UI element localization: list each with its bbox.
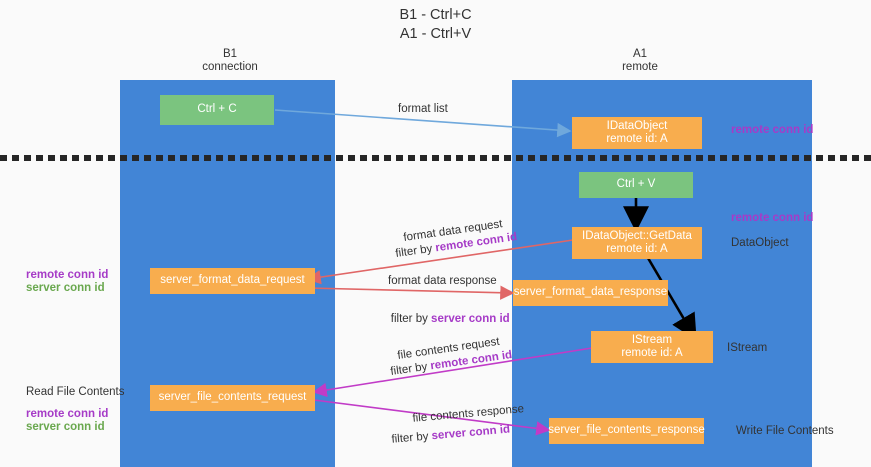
edge-label-format-data-response: format data response — [388, 275, 497, 287]
box-server-file-contents-response[interactable]: server_file_contents_response — [548, 418, 705, 444]
box-idataobject[interactable]: IDataObject remote id: A — [572, 117, 702, 149]
column-header-b1: B1 connection — [202, 48, 258, 73]
box-ctrl-c[interactable]: Ctrl + C — [160, 95, 274, 125]
filter-key-server-conn-id: server conn id — [431, 423, 511, 443]
edge-label-file-contents-response-filter: filter by server conn id — [377, 409, 512, 462]
filter-key-remote-conn-id: remote conn id — [434, 230, 518, 255]
annotation-istream: IStream — [727, 342, 768, 354]
annotation-remote-conn-id-mid: remote conn id — [731, 212, 814, 224]
box-idataobject-getdata[interactable]: IDataObject::GetData remote id: A — [572, 227, 702, 259]
filter-prefix: filter by — [389, 360, 432, 378]
annotation-read-file-contents: Read File Contents — [26, 386, 125, 398]
annotation-left-bottom-remote-conn-id: remote conn id — [26, 408, 109, 420]
annotation-left-remote-conn-id: remote conn id — [26, 269, 109, 281]
annotation-dataobject: DataObject — [731, 237, 789, 249]
page-title: B1 - Ctrl+C A1 - Ctrl+V — [399, 7, 472, 42]
filter-prefix: filter by — [394, 242, 437, 260]
filter-key-server-conn-id: server conn id — [431, 313, 510, 325]
annotation-left-server-conn-id: server conn id — [26, 282, 105, 294]
filter-prefix: filter by — [391, 430, 433, 446]
box-ctrl-v[interactable]: Ctrl + V — [579, 172, 693, 198]
edge-label-format-list: format list — [398, 103, 448, 115]
box-server-file-contents-request[interactable]: server_file_contents_request — [150, 385, 315, 411]
filter-prefix: filter by — [390, 313, 432, 325]
annotation-write-file-contents: Write File Contents — [736, 425, 834, 437]
edge-label-format-data-response-filter: filter by server conn id — [378, 298, 510, 340]
box-istream[interactable]: IStream remote id: A — [591, 331, 713, 363]
column-header-a1: A1 remote — [622, 48, 658, 73]
annotation-left-bottom-server-conn-id: server conn id — [26, 421, 105, 433]
box-server-format-data-request[interactable]: server_format_data_request — [150, 268, 315, 294]
filter-key-remote-conn-id: remote conn id — [429, 348, 513, 373]
annotation-remote-conn-id-top: remote conn id — [731, 124, 814, 136]
section-divider — [0, 155, 871, 161]
box-server-format-data-response[interactable]: server_format_data_response — [513, 280, 668, 306]
